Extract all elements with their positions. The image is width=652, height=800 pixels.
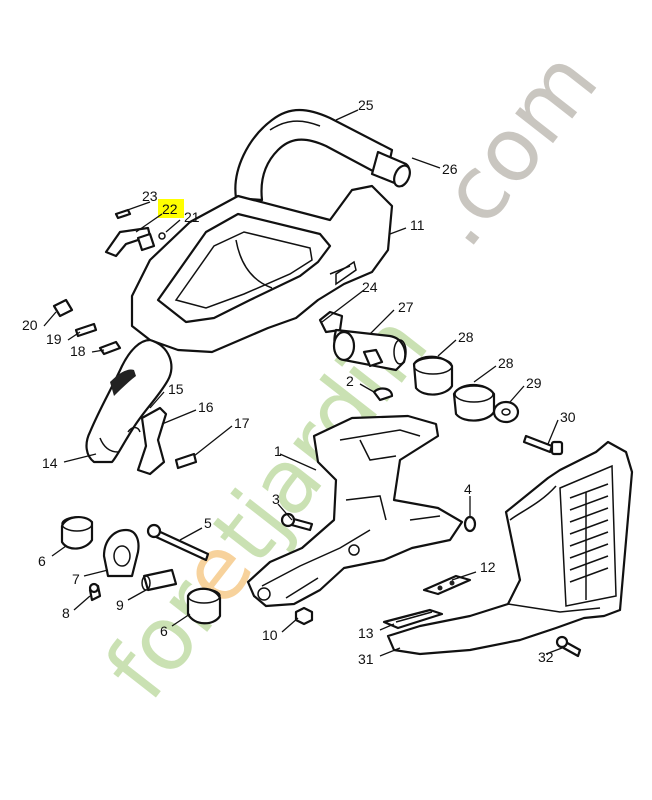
buffer-6-center <box>186 587 222 625</box>
main-housing <box>130 184 394 354</box>
callout-24: 24 <box>362 279 378 295</box>
callout-18: 18 <box>70 343 86 359</box>
screw-32 <box>555 635 582 658</box>
callout-16: 16 <box>198 399 214 415</box>
callout-15: 15 <box>168 381 184 397</box>
bolt-5 <box>146 523 210 562</box>
callout-21: 21 <box>184 209 200 225</box>
sleeve-9 <box>141 568 178 592</box>
callout-31: 31 <box>358 651 374 667</box>
callout-labels: 25 26 23 22 21 11 24 27 20 19 18 28 28 2… <box>22 97 576 667</box>
handle-bar <box>234 109 411 202</box>
callout-6-left: 6 <box>38 553 46 569</box>
callout-22: 22 <box>162 201 178 217</box>
nut-4 <box>463 515 477 533</box>
callout-20: 20 <box>22 317 38 333</box>
callout-6-center: 6 <box>160 623 168 639</box>
tank-housing <box>246 414 464 608</box>
callout-28-top: 28 <box>458 329 474 345</box>
callout-3: 3 <box>272 491 280 507</box>
callout-8: 8 <box>62 605 70 621</box>
callout-14: 14 <box>42 455 58 471</box>
callout-11: 11 <box>410 217 425 233</box>
rear-handle-grip <box>85 338 173 464</box>
callout-17: 17 <box>234 415 250 431</box>
screw-3 <box>280 512 314 532</box>
callout-30: 30 <box>560 409 576 425</box>
plate-12 <box>422 574 472 596</box>
small-parts-left <box>52 298 122 356</box>
nut-10 <box>294 606 314 626</box>
pad-13 <box>382 608 444 630</box>
highlight-marker <box>158 199 184 218</box>
rubber-buffers <box>372 355 520 424</box>
leader-lines <box>43 109 563 657</box>
callout-23: 23 <box>142 188 158 204</box>
callout-2: 2 <box>346 373 354 389</box>
trigger-parts <box>127 406 198 476</box>
bracket-7 <box>102 528 140 578</box>
screw-8 <box>88 582 102 602</box>
callout-29: 29 <box>526 375 542 391</box>
screw-30 <box>522 434 564 456</box>
callout-1: 1 <box>274 443 282 459</box>
buffer-6-left <box>60 516 94 550</box>
anti-vibration-mount-top <box>318 310 407 372</box>
bottom-cover <box>386 440 634 656</box>
callout-25: 25 <box>358 97 374 113</box>
callout-27: 27 <box>398 299 414 315</box>
callout-26: 26 <box>442 161 458 177</box>
callout-32: 32 <box>538 649 554 665</box>
small-parts-top-left <box>104 208 166 258</box>
callout-19: 19 <box>46 331 62 347</box>
callout-10: 10 <box>262 627 278 643</box>
callout-28-bottom: 28 <box>498 355 514 371</box>
callout-5: 5 <box>204 515 212 531</box>
callout-7: 7 <box>72 571 80 587</box>
watermark-text-2: .com <box>403 31 617 265</box>
callout-13: 13 <box>358 625 374 641</box>
callout-9: 9 <box>116 597 124 613</box>
callout-12: 12 <box>480 559 496 575</box>
callout-4: 4 <box>464 481 472 497</box>
cover-grille <box>569 483 609 600</box>
